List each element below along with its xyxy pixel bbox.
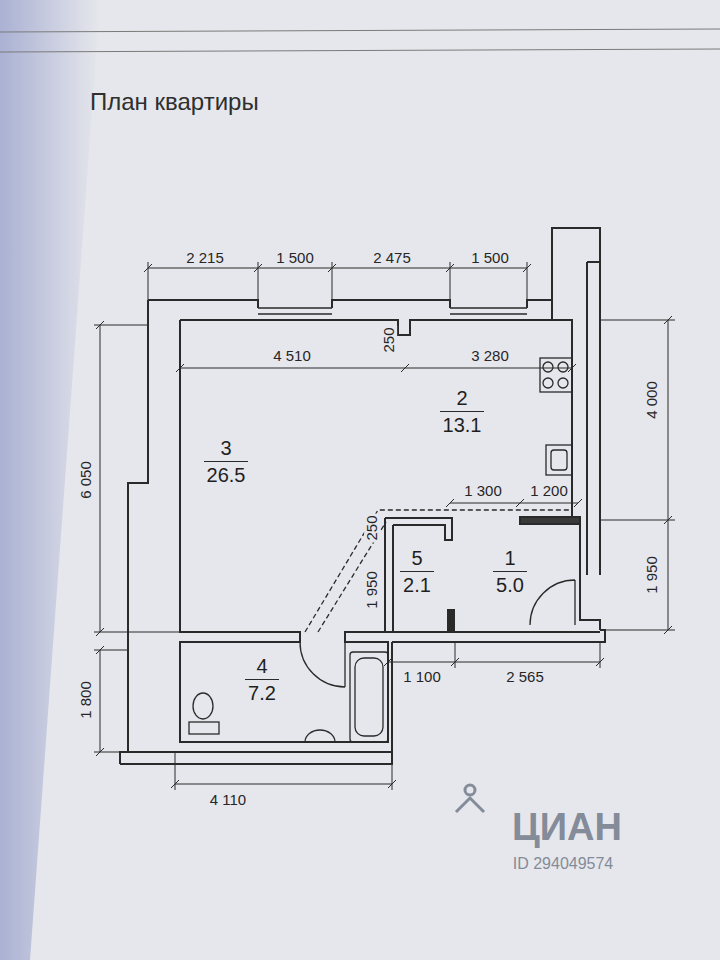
- logo-head: [465, 785, 475, 795]
- dimension-value: 250: [381, 325, 397, 354]
- room-label: 52.1: [400, 547, 434, 597]
- room-number: 4: [245, 655, 279, 680]
- dimension-value: 1 300: [462, 483, 504, 499]
- dimension-value: 250: [364, 513, 380, 542]
- walls: [120, 228, 605, 764]
- burner: [558, 378, 568, 388]
- bathtub: [355, 658, 383, 736]
- door-swing: [300, 642, 345, 687]
- dimension-value: 2 215: [184, 250, 226, 266]
- toilet: [193, 693, 213, 719]
- plan-title: План квартиры: [90, 88, 259, 116]
- window: [258, 308, 527, 314]
- room-label: 15.0: [493, 547, 527, 597]
- dimension-line: [384, 642, 604, 668]
- dimension-value: 2 475: [371, 250, 413, 266]
- dimension-value: 4 000: [644, 379, 660, 421]
- outer-wall: [148, 300, 552, 320]
- inner-wall: [392, 630, 605, 642]
- closet-wall: [385, 518, 452, 632]
- dimension-value: 4 510: [271, 348, 313, 364]
- outer-wall: [120, 300, 392, 764]
- dimension-line: [176, 364, 576, 372]
- stove: [540, 358, 572, 392]
- dimension-value: 2 565: [504, 669, 546, 685]
- door-swing: [530, 580, 575, 625]
- partition: [520, 517, 580, 524]
- inner-wall: [180, 320, 572, 518]
- dimension-value: 1 800: [78, 679, 94, 721]
- dimension-value: 1 950: [364, 569, 380, 611]
- dimension-line: [171, 752, 396, 790]
- room-number: 2: [440, 387, 485, 412]
- dimension-value: 1 500: [469, 250, 511, 266]
- inner-wall: [180, 320, 600, 742]
- dimension-value: 6 050: [78, 459, 94, 501]
- shadow: [0, 0, 100, 960]
- room-area: 13.1: [440, 412, 485, 437]
- room-area: 2.1: [400, 572, 434, 597]
- room-label: 47.2: [245, 655, 279, 705]
- dimension-value: 1 100: [401, 669, 443, 685]
- burner: [543, 378, 553, 388]
- toilet-tank: [189, 722, 219, 734]
- fixtures: [189, 358, 572, 742]
- watermark-logo: [456, 785, 484, 812]
- dimension-value: 1 500: [274, 250, 316, 266]
- dimension-line: [144, 262, 531, 300]
- sheet-rule: [0, 29, 720, 52]
- dimension-line: [446, 499, 582, 507]
- door-post: [448, 610, 454, 632]
- dimension-value: 1 950: [644, 554, 660, 596]
- room-area: 26.5: [204, 462, 249, 487]
- room-area: 7.2: [245, 680, 279, 705]
- kitchen-sink: [546, 445, 572, 475]
- inner-wall: [580, 525, 600, 630]
- room-label: 213.1: [440, 387, 485, 437]
- room-label: 326.5: [204, 437, 249, 487]
- watermark: ЦИАН: [510, 808, 624, 848]
- room-number: 3: [204, 437, 249, 462]
- dimension-line: [94, 321, 180, 756]
- watermark: ID 294049574: [511, 856, 616, 873]
- dimension-value: 3 280: [469, 348, 511, 364]
- room-number: 5: [400, 547, 434, 572]
- logo-roof: [456, 798, 484, 812]
- room-area: 5.0: [493, 572, 527, 597]
- washbasin: [305, 730, 335, 742]
- room-number: 1: [493, 547, 527, 572]
- bathtub: [350, 652, 388, 742]
- dimension-line: [600, 316, 675, 634]
- burner: [543, 362, 553, 372]
- kitchen-sink: [551, 450, 567, 470]
- dimension-value: 4 110: [208, 792, 248, 808]
- dimension-value: 1 200: [528, 483, 570, 499]
- dimension-lines: [94, 262, 675, 790]
- burner: [558, 362, 568, 372]
- dashed-outline: [305, 510, 572, 632]
